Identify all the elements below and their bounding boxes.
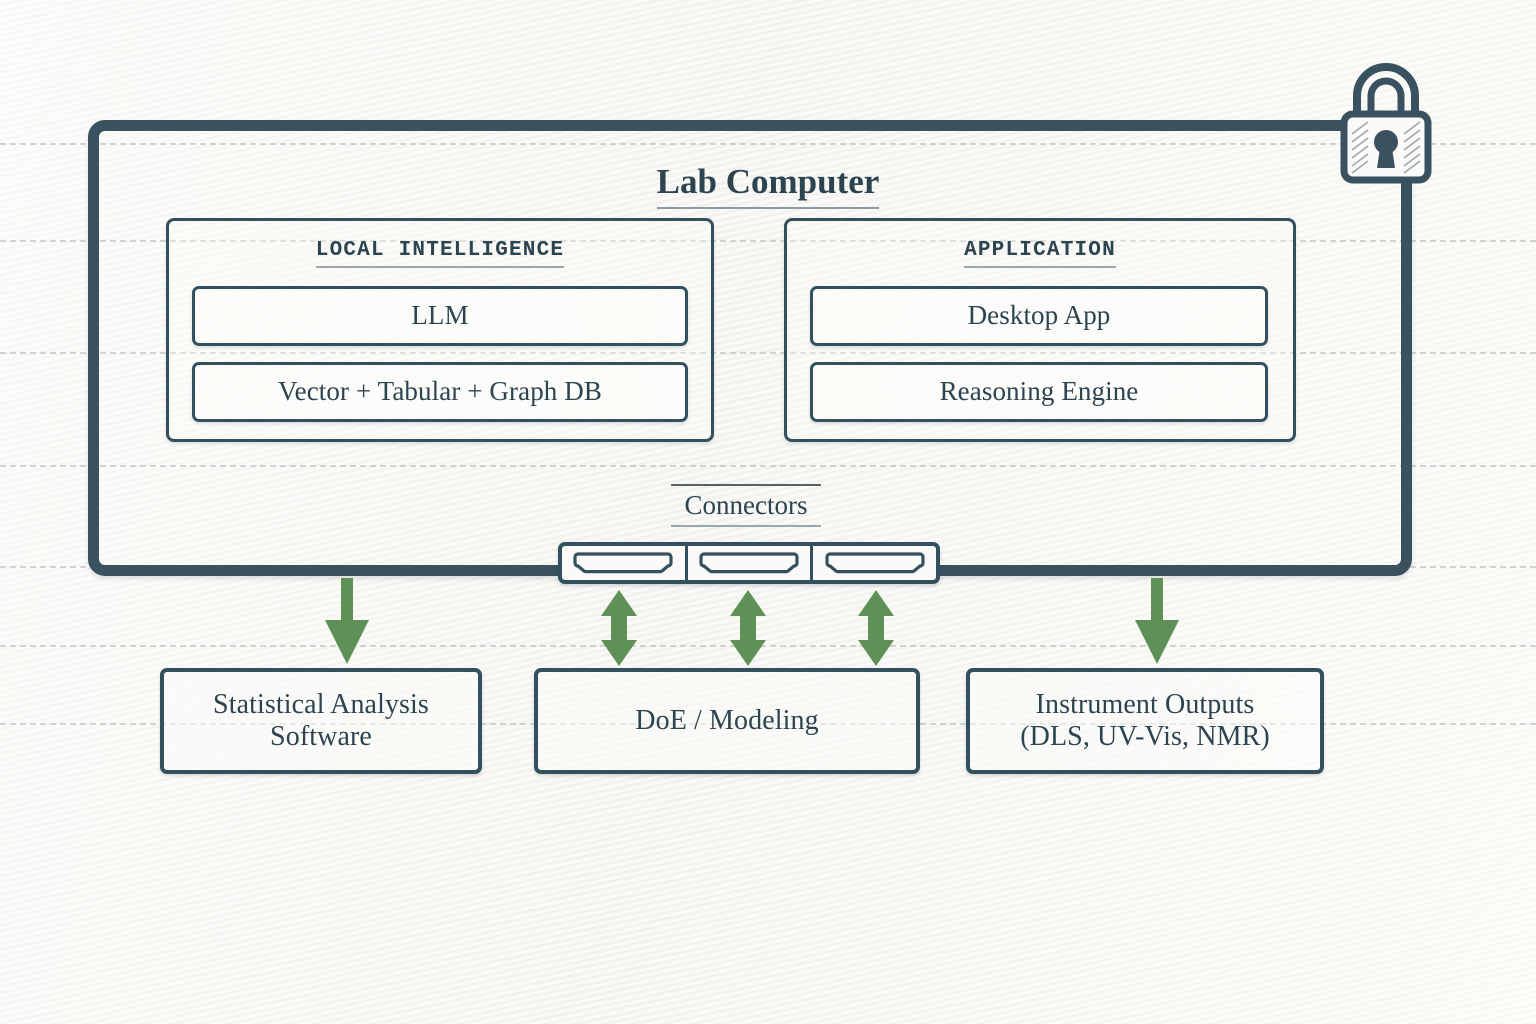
node-reasoning-engine-label: Reasoning Engine (940, 376, 1139, 407)
node-instr-line2: (DLS, UV-Vis, NMR) (1020, 721, 1270, 752)
group-local-intelligence-title: LOCAL INTELLIGENCE (169, 239, 711, 268)
hdmi-port-icon (571, 550, 675, 576)
hdmi-port-icon (823, 550, 927, 576)
connector-port-1[interactable] (562, 546, 688, 580)
group-application-title: APPLICATION (787, 239, 1293, 268)
connector-block (558, 542, 940, 584)
node-instrument-outputs[interactable]: Instrument Outputs (DLS, UV-Vis, NMR) (966, 668, 1324, 774)
node-doe-modeling[interactable]: DoE / Modeling (534, 668, 920, 774)
node-llm[interactable]: LLM (192, 286, 688, 346)
node-stats-line1: Statistical Analysis (213, 689, 429, 720)
node-instrument-outputs-label: Instrument Outputs (DLS, UV-Vis, NMR) (1020, 689, 1270, 753)
node-desktop-app[interactable]: Desktop App (810, 286, 1268, 346)
node-statistical-analysis-software[interactable]: Statistical Analysis Software (160, 668, 482, 774)
node-instr-line1: Instrument Outputs (1036, 689, 1255, 720)
node-llm-label: LLM (411, 300, 468, 331)
node-doe-modeling-label: DoE / Modeling (635, 705, 818, 737)
lock-icon (1330, 60, 1442, 190)
node-vector-tabular-graph-db[interactable]: Vector + Tabular + Graph DB (192, 362, 688, 422)
connector-port-3[interactable] (813, 546, 936, 580)
connector-port-2[interactable] (688, 546, 814, 580)
lab-computer-title-text: Lab Computer (657, 162, 880, 209)
node-desktop-app-label: Desktop App (968, 300, 1111, 331)
node-statistical-analysis-software-label: Statistical Analysis Software (213, 689, 429, 753)
node-vector-tabular-graph-db-label: Vector + Tabular + Graph DB (278, 376, 602, 407)
group-application-title-text: APPLICATION (964, 239, 1116, 268)
node-stats-line2: Software (270, 721, 372, 752)
connectors-title-text: Connectors (671, 484, 822, 527)
group-local-intelligence-title-text: LOCAL INTELLIGENCE (316, 239, 564, 268)
page-title: Lab Computer (0, 162, 1536, 209)
connectors-title: Connectors (596, 484, 896, 527)
node-reasoning-engine[interactable]: Reasoning Engine (810, 362, 1268, 422)
hdmi-port-icon (697, 550, 801, 576)
